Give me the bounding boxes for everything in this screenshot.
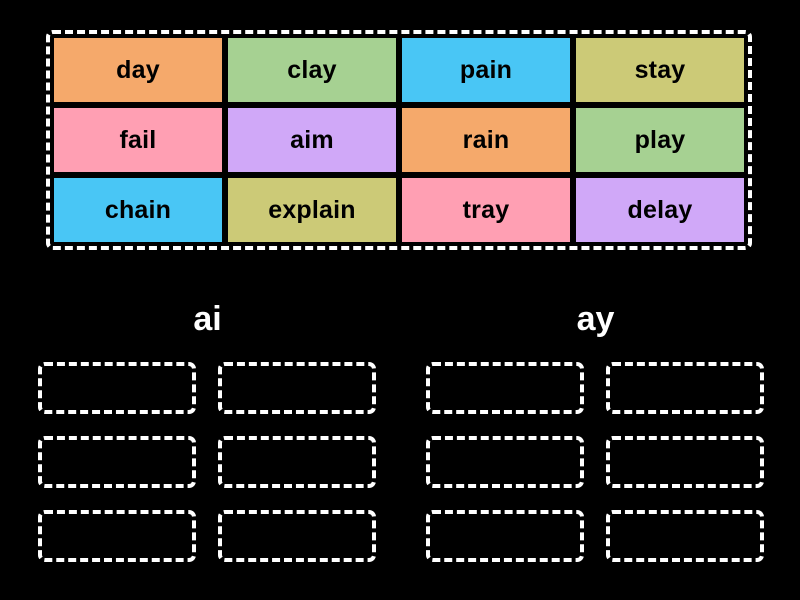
word-tile[interactable]: aim xyxy=(228,108,396,172)
word-tile-label: tray xyxy=(462,195,510,224)
dropzone[interactable] xyxy=(38,510,196,562)
word-tile-grid: day clay pain stay fail aim rain play ch… xyxy=(54,38,744,242)
word-tile[interactable]: day xyxy=(54,38,222,102)
dropzone[interactable] xyxy=(606,436,764,488)
word-tile-label: day xyxy=(116,55,160,84)
word-tile[interactable]: play xyxy=(576,108,744,172)
word-tile-label: clay xyxy=(287,55,337,84)
word-tile[interactable]: pain xyxy=(402,38,570,102)
dropzone[interactable] xyxy=(606,510,764,562)
word-tile-label: chain xyxy=(104,195,172,224)
dropzone[interactable] xyxy=(426,362,584,414)
word-tile-label: stay xyxy=(634,55,686,84)
word-tile[interactable]: tray xyxy=(402,178,570,242)
dropzone[interactable] xyxy=(38,362,196,414)
category-header-ai: ai xyxy=(193,300,222,338)
category-header-ay: ay xyxy=(576,300,615,338)
dropzone[interactable] xyxy=(218,510,376,562)
word-tile-label: delay xyxy=(627,195,693,224)
dropzone-group-ay xyxy=(426,362,771,562)
word-tile-label: pain xyxy=(459,55,513,84)
word-tile-label: rain xyxy=(462,125,510,154)
word-tile[interactable]: explain xyxy=(228,178,396,242)
dropzone[interactable] xyxy=(218,362,376,414)
word-tile-label: explain xyxy=(268,195,356,224)
word-tile[interactable]: rain xyxy=(402,108,570,172)
dropzone[interactable] xyxy=(606,362,764,414)
dropzone-group-ai xyxy=(38,362,383,562)
dropzone[interactable] xyxy=(38,436,196,488)
word-tile[interactable]: delay xyxy=(576,178,744,242)
word-tile-label: play xyxy=(634,125,686,154)
word-tile[interactable]: fail xyxy=(54,108,222,172)
dropzone[interactable] xyxy=(426,510,584,562)
word-tile[interactable]: clay xyxy=(228,38,396,102)
word-tile[interactable]: chain xyxy=(54,178,222,242)
dropzone[interactable] xyxy=(426,436,584,488)
dropzone[interactable] xyxy=(218,436,376,488)
word-bank-container: day clay pain stay fail aim rain play ch… xyxy=(46,30,752,250)
word-tile-label: fail xyxy=(119,125,157,154)
word-tile-label: aim xyxy=(290,125,334,154)
word-tile[interactable]: stay xyxy=(576,38,744,102)
